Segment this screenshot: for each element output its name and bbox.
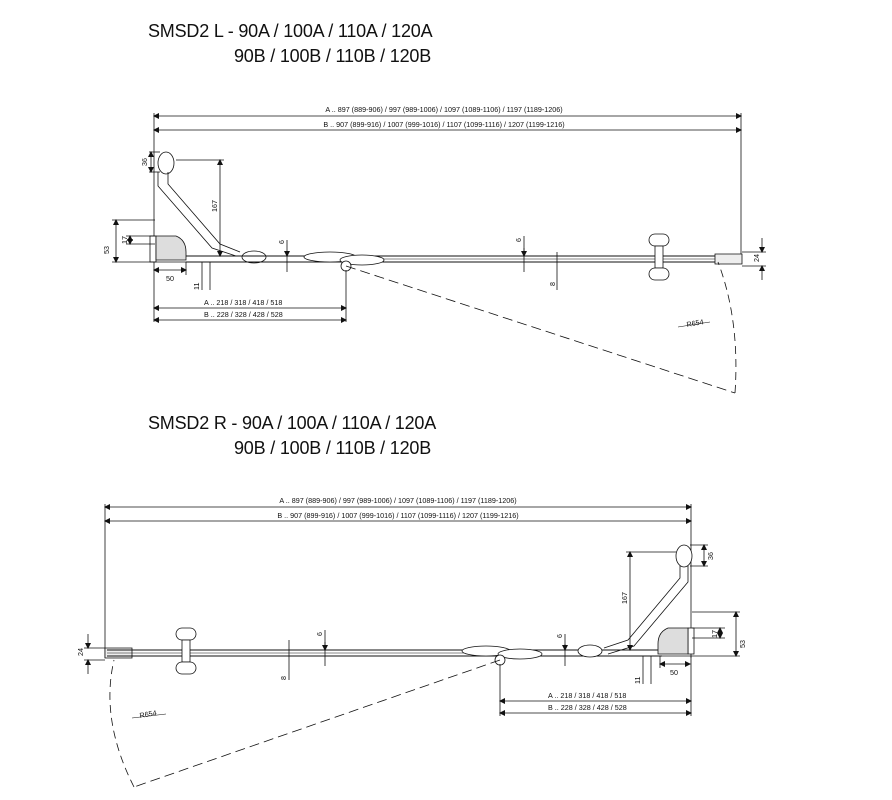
right-dim-17: 17: [710, 630, 719, 638]
left-total-b-label: B .. 907 (899-916) / 1007 (999-1016) / 1…: [323, 120, 564, 129]
right-hinge-bottom: [497, 648, 543, 660]
right-diagram-title: SMSD2 R - 90A / 100A / 110A / 120A: [148, 413, 437, 433]
right-total-b-label: B .. 907 (899-916) / 1007 (999-1016) / 1…: [277, 511, 518, 520]
right-fixed-a-label: A .. 218 / 318 / 418 / 518: [548, 691, 626, 700]
right-dim-24: 24: [76, 648, 85, 656]
left-total-a-label: A .. 897 (889-906) / 997 (989-1006) / 10…: [325, 105, 562, 114]
right-dim-53: 53: [738, 640, 747, 648]
left-dim-167: 167: [210, 200, 219, 212]
left-diagram-title: SMSD2 L - 90A / 100A / 110A / 120A: [148, 21, 433, 41]
right-handle-top: [175, 627, 197, 641]
left-wall-profile: [155, 235, 187, 261]
left-dim-36: 36: [140, 158, 149, 166]
right-dim-6a: 6: [315, 632, 324, 636]
left-swing-arc: [717, 261, 737, 394]
right-dim-36: 36: [706, 552, 715, 560]
left-arm-clamp: [241, 250, 267, 264]
right-arm-clamp: [577, 644, 603, 658]
left-dim-11: 11: [192, 283, 201, 290]
left-handle-bottom: [648, 267, 670, 281]
right-swing-line: [133, 659, 501, 788]
left-dim-53: 53: [102, 246, 111, 254]
right-dim-50: 50: [670, 668, 678, 677]
right-dim-11: 11: [633, 677, 642, 684]
right-dim-6b: 6: [555, 634, 564, 638]
right-radius-label: R654: [139, 708, 157, 720]
right-handle-bottom: [175, 661, 197, 675]
right-wall-mount: [675, 544, 693, 568]
left-fixed-b-label: B .. 228 / 328 / 428 / 528: [204, 310, 283, 319]
right-wall-profile: [657, 627, 689, 655]
left-wall-mount: [157, 151, 175, 175]
right-fixed-b-label: B .. 228 / 328 / 428 / 528: [548, 703, 627, 712]
left-radius-label: R654: [686, 317, 704, 329]
left-hinge-bottom: [339, 254, 385, 266]
left-fixed-a-label: A .. 218 / 318 / 418 / 518: [204, 298, 282, 307]
left-swing-line: [345, 265, 736, 394]
left-right-wall-profile: [714, 253, 743, 265]
right-dim-8: 8: [279, 676, 288, 680]
left-diagram-subtitle: 90B / 100B / 110B / 120B: [234, 46, 432, 66]
right-diagram: [84, 504, 740, 788]
left-dim-6b: 6: [514, 238, 523, 242]
left-diagram: [112, 113, 766, 394]
right-swing-arc: [109, 659, 135, 788]
right-dim-167: 167: [620, 592, 629, 604]
left-dim-50: 50: [166, 274, 174, 283]
left-dim-6a: 6: [277, 240, 286, 244]
left-handle-top: [648, 233, 670, 247]
right-total-a-label: A .. 897 (889-906) / 997 (989-1006) / 10…: [279, 496, 516, 505]
left-dim-24: 24: [752, 254, 761, 262]
right-diagram-subtitle: 90B / 100B / 110B / 120B: [234, 438, 432, 458]
left-dim-8: 8: [548, 282, 557, 286]
left-dim-17: 17: [120, 236, 129, 244]
